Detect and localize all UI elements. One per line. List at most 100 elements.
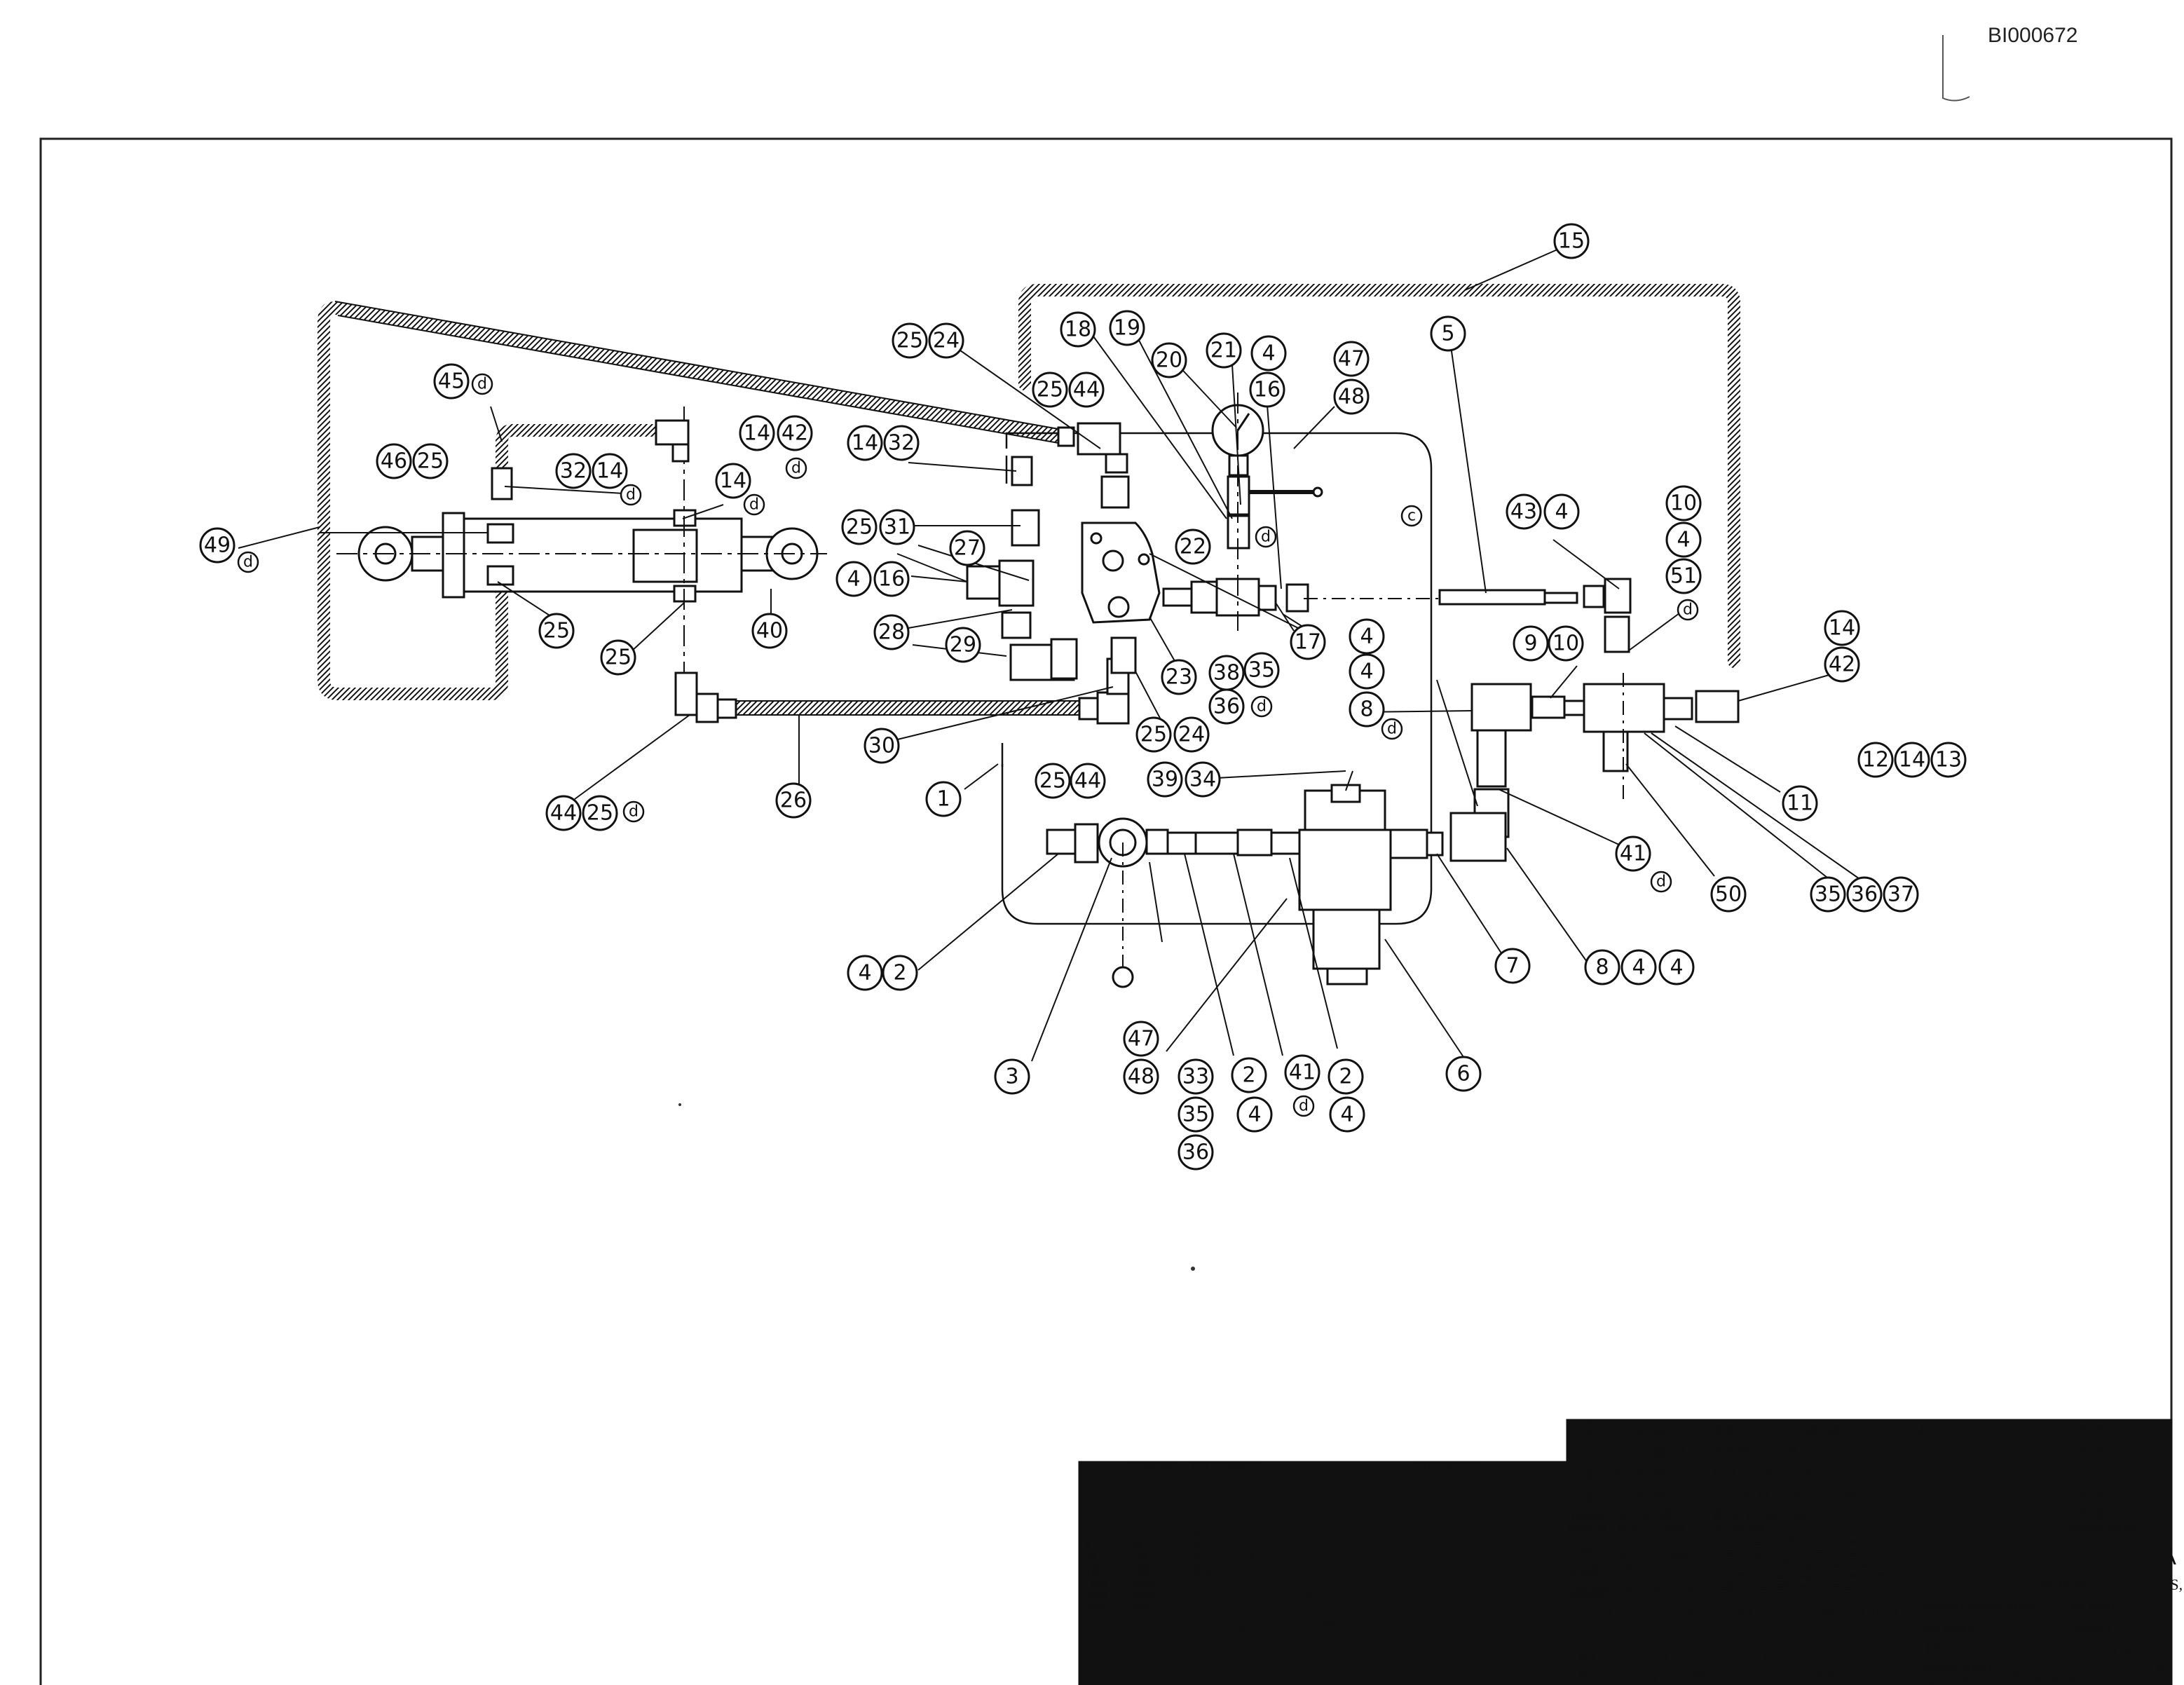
svg-text:44: 44 (550, 801, 577, 826)
rev-mark-d: d (1292, 1095, 1315, 1117)
svg-text:37: 37 (1888, 882, 1914, 907)
tolerance-cell: ± 0.2 (1185, 1541, 1212, 1552)
item-balloon: 19 (1109, 310, 1145, 346)
item-balloon: 30 (864, 728, 900, 764)
tolerance-cell: ± 0.1 (1185, 1531, 1212, 1542)
svg-text:12: 12 (1862, 748, 1889, 772)
svg-text:23: 23 (1166, 665, 1192, 690)
tolerance-cell: ± 2 (1294, 1551, 1310, 1562)
svg-text:25: 25 (1037, 378, 1063, 402)
svg-text:48: 48 (1338, 385, 1365, 409)
item-balloon: 4 (1665, 521, 1702, 558)
svg-text:d: d (1387, 721, 1397, 738)
svg-text:d: d (1261, 528, 1271, 546)
svg-text:JOB NUMBER: JOB NUMBER (2070, 1602, 2117, 1611)
item-balloon: 35 (1178, 1096, 1214, 1133)
svg-text:14: 14 (596, 459, 623, 484)
svg-text:d: d (1257, 698, 1267, 716)
revision-name: D.M.D. (1663, 1445, 1708, 1460)
svg-text:22: 22 (1180, 535, 1206, 559)
item-balloon: 25 (841, 509, 878, 545)
item-balloon: 25 (1032, 371, 1068, 408)
item-balloon: 4 (1349, 653, 1385, 690)
rev-header: ISSUANCE NUMBER (2068, 1524, 2138, 1533)
item-balloon: 5 (1430, 315, 1466, 352)
revision-issuance: 2374 (2070, 1443, 2104, 1460)
tolerance-cell: 2000 (1131, 1581, 1153, 1591)
item-balloon: 14 (1894, 742, 1930, 778)
revision-date: 12-6-94 (1616, 1488, 1663, 1501)
svg-text:18: 18 (1065, 318, 1091, 342)
svg-text:45: 45 (438, 369, 465, 394)
tolerance-cell: ± 1.2 (1185, 1581, 1212, 1591)
tolerance-cell: 4000 (1131, 1590, 1153, 1601)
revision-name: S.G. (1663, 1508, 1693, 1523)
rev-header: ALTERATION (1713, 1523, 1763, 1533)
item-balloon: 32 (555, 453, 592, 489)
item-balloon: 10 (1665, 485, 1702, 521)
item-balloon: 49 (199, 527, 236, 564)
svg-text:36: 36 (1182, 1140, 1209, 1165)
svg-text:25: 25 (543, 619, 570, 643)
svg-text:8: 8 (1360, 697, 1373, 722)
item-balloon: 34 (1185, 761, 1221, 798)
svg-text:29: 29 (950, 633, 976, 657)
svg-text:44: 44 (1074, 769, 1101, 793)
revision-issuance: 2664 (2070, 1422, 2104, 1439)
item-balloon: 8 (1349, 691, 1385, 728)
svg-text:CAD NUMBER: CAD NUMBER (1923, 1624, 1974, 1634)
tolerance-cell: ± 1 (1238, 1561, 1254, 1571)
item-balloon: 4 (1620, 949, 1657, 985)
tolerance-cell: ± 2 (1238, 1581, 1254, 1591)
tolerance-cell: ± 0.8 (1185, 1571, 1212, 1581)
item-balloon: 25 (1135, 716, 1172, 753)
drawing-frame (39, 137, 2173, 1685)
tolerance-cell: ± 3 (1238, 1590, 1254, 1601)
svg-text:d: d (629, 803, 639, 821)
revision-letter-circle (1581, 1443, 1598, 1460)
svg-text:CUSTOMER: CUSTOMER (2070, 1624, 2112, 1634)
item-balloon: 41 (1284, 1054, 1320, 1091)
revision-name: S.G. (1663, 1466, 1693, 1481)
filter-inlet-line (1046, 817, 1301, 868)
tolerance-cell: 1000 (1085, 1581, 1107, 1591)
rev-mark-d: d (1255, 526, 1277, 548)
item-balloon: 43 (1506, 493, 1542, 530)
pressure-pipe (1438, 578, 1632, 653)
mounting-plate (1001, 432, 1433, 925)
revision-letter: c (1585, 1445, 1593, 1460)
tolerance-cell: 4000 (1085, 1600, 1107, 1611)
pressure-filter (1298, 784, 1444, 985)
drawn-name: S.G. (1665, 1561, 1702, 1578)
svg-text:16: 16 (878, 567, 905, 592)
item-balloon: 15 (1553, 223, 1590, 259)
item-balloon: 16 (873, 561, 910, 597)
svg-text:35: 35 (1248, 658, 1275, 683)
item-balloon: 2 (882, 955, 918, 991)
rev-mark-d: d (1677, 599, 1699, 621)
item-balloon: 14 (592, 453, 628, 489)
svg-text:40: 40 (756, 619, 783, 643)
tolerance-cell: 120 (1085, 1561, 1101, 1571)
revision-date: 10-19-94 (1616, 1509, 1670, 1522)
svg-text:44: 44 (1073, 378, 1100, 402)
tolerance-cell: ± 0.3 (1185, 1551, 1212, 1562)
svg-text:25: 25 (846, 515, 873, 540)
description-line-2: FILTER STATION (1650, 1646, 1803, 1667)
item-balloon: 35 (1243, 652, 1280, 688)
svg-text:c: c (1407, 507, 1416, 525)
item-balloon: 2 (1328, 1058, 1364, 1095)
svg-text:UNLESS: UNLESS (1573, 1649, 1628, 1667)
svg-text:25: 25 (896, 329, 923, 353)
svg-text:25: 25 (417, 449, 444, 474)
svg-text:14: 14 (1829, 616, 1855, 641)
svg-text:25: 25 (1039, 769, 1066, 793)
item-balloon: 4 (1250, 335, 1287, 371)
revision-issuance: 1420 (2070, 1506, 2104, 1523)
item-balloon: 27 (949, 530, 985, 566)
revision-alteration: ADDED ITEM #1 (1713, 1443, 1823, 1460)
cad-number: M05A0139 (1926, 1637, 2028, 1661)
svg-text:REV: REV (2156, 1666, 2168, 1673)
